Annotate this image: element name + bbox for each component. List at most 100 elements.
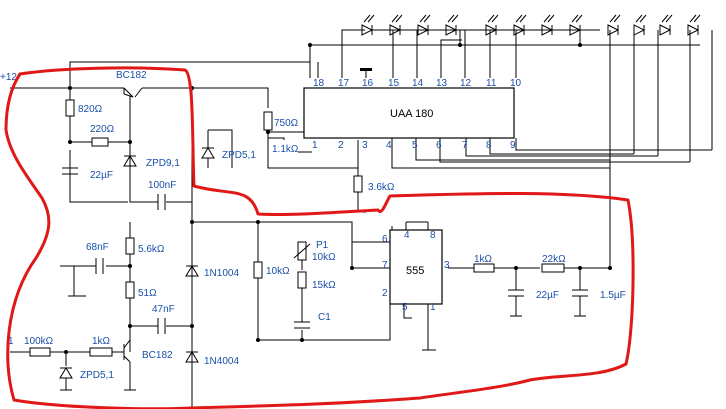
capacitor-c1-icon <box>294 321 310 329</box>
capacitor-68n-icon <box>95 258 104 274</box>
diode-1n1004-icon <box>185 265 199 277</box>
led-8-icon <box>569 14 583 36</box>
ic555-chip <box>389 229 443 305</box>
capacitor-22u-b-icon <box>508 289 524 317</box>
resistor-22k <box>541 263 565 273</box>
capacitor-47n-icon <box>157 318 166 334</box>
ic555-pin: 3 <box>444 260 450 271</box>
label-r22k: 22kΩ <box>542 254 566 265</box>
resistor-1k-b <box>89 347 113 357</box>
resistor-100k <box>29 347 51 357</box>
led-2-icon <box>389 14 403 36</box>
label-c15u: 1.5µF <box>600 290 626 301</box>
label-r56k: 5.6kΩ <box>138 244 165 255</box>
label-r11k: 1.1kΩ <box>272 144 299 155</box>
label-r1k-b: 1kΩ <box>92 336 111 347</box>
uaa-pin: 9 <box>510 140 516 151</box>
resistor-1k-a <box>473 263 495 273</box>
led-10-icon <box>633 14 647 36</box>
label-r1k-a: 1kΩ <box>474 254 493 265</box>
transistor-bc182-top-icon <box>123 88 134 98</box>
resistor-220 <box>91 137 109 147</box>
label-r820: 820Ω <box>78 104 103 115</box>
uaa-pin: 18 <box>313 78 325 89</box>
led-3-icon <box>417 14 431 36</box>
label-c1: C1 <box>318 312 331 323</box>
label-p1val: 10kΩ <box>312 252 336 263</box>
zener-9v1-icon <box>123 155 137 167</box>
ic555-pin: 6 <box>382 234 388 245</box>
label-r220: 220Ω <box>90 124 115 135</box>
label-input: 1 <box>8 336 14 347</box>
resistor-51 <box>125 281 135 299</box>
highlight-outline <box>4 66 635 409</box>
uaa-pin: 12 <box>460 78 472 89</box>
uaa-pin: 1 <box>312 140 318 151</box>
led-12-icon <box>687 14 701 36</box>
ic555-label: 555 <box>406 265 424 277</box>
label-q2: BC182 <box>142 350 173 361</box>
led-6-icon <box>513 14 527 36</box>
component-labels: +12 BC182 820Ω 220Ω ZPD9,1 22µF 100nF 75… <box>0 70 626 381</box>
led-5-icon <box>485 14 499 36</box>
junction-dots <box>64 43 612 354</box>
capacitor-15u-icon <box>572 289 588 317</box>
resistor-820 <box>65 99 75 117</box>
label-c68n: 68nF <box>86 242 109 253</box>
label-c47n: 47nF <box>152 304 175 315</box>
wiring <box>10 29 713 409</box>
ic555-pin: 7 <box>382 260 388 271</box>
uaa180-chip <box>303 87 515 139</box>
uaa-pin: 14 <box>412 78 424 89</box>
uaa-pin: 11 <box>486 78 497 89</box>
label-p1: P1 <box>316 240 329 251</box>
potentiometer-wiper <box>293 243 311 259</box>
uaa-pin-numbers: 18 17 16 15 14 13 12 11 10 1 2 3 4 5 6 7… <box>312 78 522 151</box>
label-c22u-b: 22µF <box>536 290 559 301</box>
uaa-pin: 13 <box>436 78 448 89</box>
uaa-pin: 3 <box>362 140 368 151</box>
label-r750: 750Ω <box>274 118 299 129</box>
led-11-icon <box>659 14 673 36</box>
label-zpd51-b: ZPD5,1 <box>80 370 114 381</box>
led-array <box>361 14 701 36</box>
uaa-pin: 4 <box>386 140 392 151</box>
label-zpd91: ZPD9,1 <box>146 158 180 169</box>
uaa-pin: 17 <box>338 78 350 89</box>
ic555-pin: 4 <box>404 230 410 241</box>
uaa-pin: 7 <box>462 140 468 151</box>
capacitor-22u-a-icon <box>62 167 78 175</box>
uaa-pin: 8 <box>486 140 492 151</box>
led-9-icon <box>607 14 621 36</box>
resistor-750 <box>263 111 273 131</box>
uaa-pin: 6 <box>436 140 442 151</box>
label-r36k: 3.6kΩ <box>368 182 395 193</box>
ic555-pin-numbers: 4 8 6 7 3 2 5 1 <box>382 230 450 313</box>
led-7-icon <box>541 14 555 36</box>
led-4-icon <box>445 14 459 36</box>
ic555-pin: 8 <box>430 230 436 241</box>
zener-5v1-a-icon <box>201 147 215 159</box>
label-c22u-a: 22µF <box>90 170 113 181</box>
label-r51: 51Ω <box>138 288 157 299</box>
label-r100k: 100kΩ <box>24 336 54 347</box>
label-zpd51-a: ZPD5,1 <box>222 150 256 161</box>
resistor-15k <box>297 271 307 289</box>
resistor-10k <box>253 261 263 279</box>
label-q1: BC182 <box>116 70 147 81</box>
zener-5v1-b-icon <box>59 367 73 379</box>
label-r10k: 10kΩ <box>266 266 290 277</box>
label-c100n: 100nF <box>148 180 176 191</box>
uaa-pin: 5 <box>412 140 418 151</box>
resistor-5k6 <box>125 237 135 255</box>
transistor-bc182-bottom-icon <box>123 339 131 363</box>
uaa-pin: 15 <box>388 78 400 89</box>
uaa180-label: UAA 180 <box>390 108 433 120</box>
ic555-pin: 5 <box>402 302 408 313</box>
uaa-pin: 10 <box>510 78 522 89</box>
ic555-pin: 2 <box>382 288 388 299</box>
ic555-pin: 1 <box>430 302 436 313</box>
led-1-icon <box>361 14 375 36</box>
diode-1n4004-icon <box>185 351 199 363</box>
